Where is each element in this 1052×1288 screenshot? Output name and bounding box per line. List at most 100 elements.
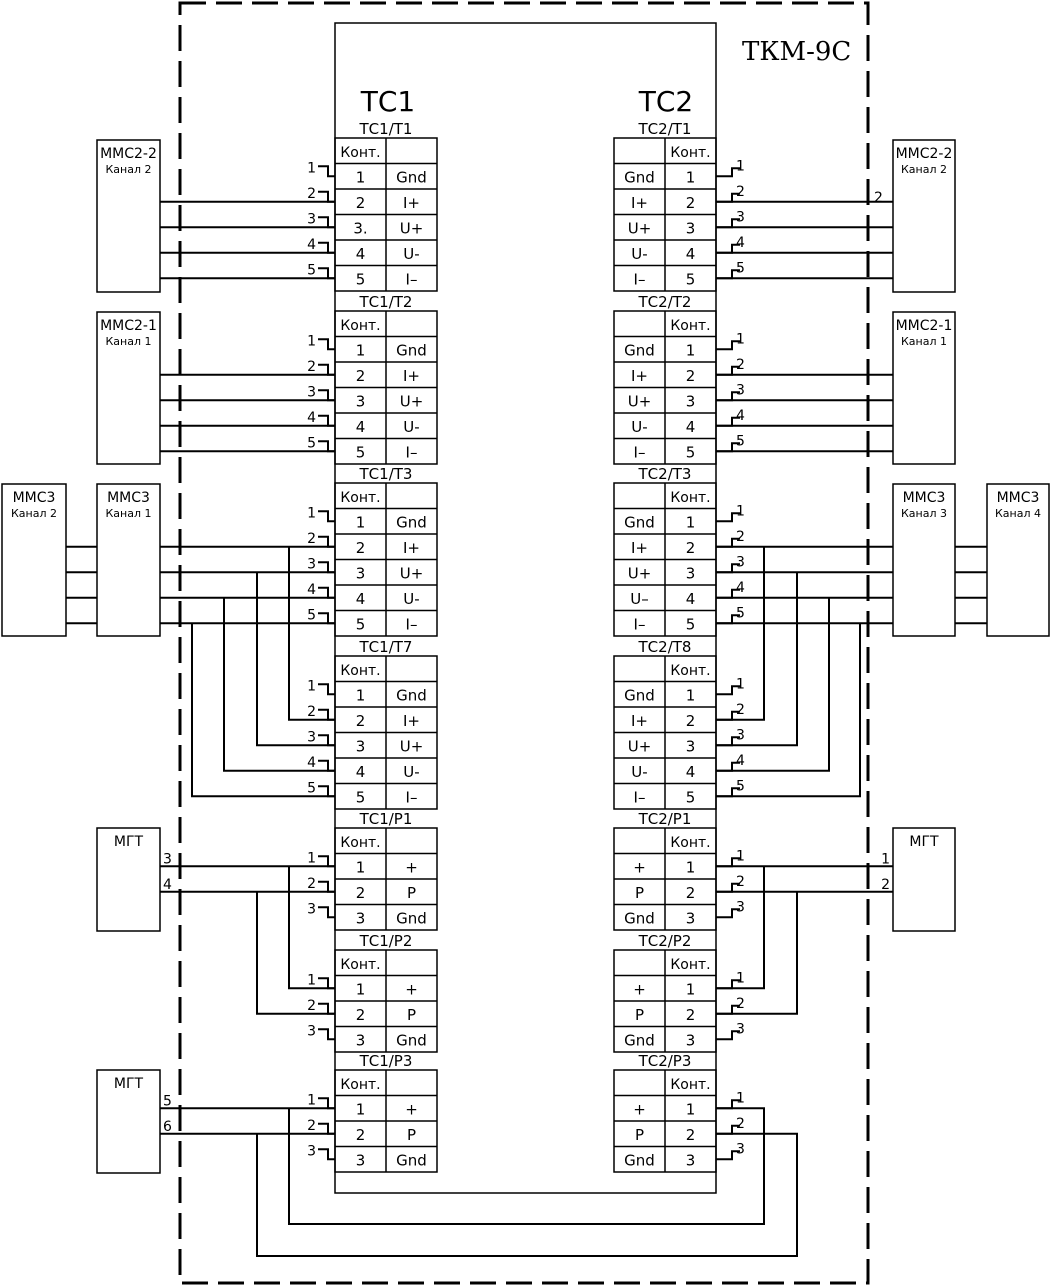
terminal-cell: U+ — [400, 393, 424, 411]
terminal-cell: 3 — [356, 1032, 366, 1050]
terminal-cell: I+ — [631, 712, 648, 730]
block-title: ТС2/Р3 — [638, 1052, 692, 1070]
terminal-cell: U- — [631, 763, 647, 781]
pin-label: 3 — [736, 382, 745, 398]
pin-label: 3 — [307, 1143, 316, 1159]
terminal-cell: 5 — [356, 444, 366, 462]
terminal-cell: I+ — [631, 367, 648, 385]
block-title: ТС1/Р1 — [359, 810, 413, 828]
external-devices: 1234512345123451234511223344551122334455… — [1, 139, 1050, 1174]
pin-label: 3 — [736, 554, 745, 570]
terminal-cell: I+ — [403, 367, 420, 385]
terminal-cell: 1 — [356, 981, 366, 999]
terminal-cell: U– — [630, 590, 648, 608]
pin-label: 1 — [736, 503, 745, 519]
wire — [318, 906, 335, 919]
pin-label: 2 — [307, 186, 316, 202]
wire — [318, 414, 335, 427]
enclosure-border — [178, 1, 870, 1285]
terminal-cell: 1 — [686, 981, 696, 999]
pin-label: 1 — [307, 333, 316, 349]
terminal-cell: 1 — [686, 169, 696, 187]
wire — [318, 389, 335, 402]
pin-label: 1 — [736, 331, 745, 347]
terminal-cell: I– — [406, 789, 418, 807]
wire — [716, 512, 740, 523]
wire — [256, 891, 335, 1015]
terminal-cell: U- — [403, 418, 419, 436]
wire — [716, 623, 861, 798]
contact-header: Конт. — [670, 490, 710, 506]
terminal-cell: + — [633, 1101, 646, 1119]
pin-label: 1 — [307, 850, 316, 866]
terminal-cell: 2 — [356, 194, 366, 212]
wire — [716, 218, 740, 229]
pin-label: 2 — [874, 190, 883, 206]
wire — [223, 597, 335, 772]
terminal-cell: 1 — [356, 1101, 366, 1119]
terminal-cell: 2 — [686, 1006, 696, 1024]
pin-label: 5 — [163, 1093, 172, 1109]
terminal-cell: 3 — [686, 1032, 696, 1050]
pin-label: 5 — [307, 780, 316, 796]
wire — [318, 216, 335, 229]
terminal-cell: U- — [631, 418, 647, 436]
terminal-cell: 2 — [686, 194, 696, 212]
device-box — [96, 827, 161, 932]
terminal-cell: 1 — [686, 859, 696, 877]
wire — [318, 759, 335, 772]
device-box — [96, 139, 161, 293]
wire — [318, 338, 335, 351]
wire — [318, 586, 335, 599]
wire — [716, 891, 798, 1015]
pin-label: 3 — [736, 1021, 745, 1037]
pin-label: 5 — [736, 778, 745, 794]
pin-label: 3 — [307, 1023, 316, 1039]
terminal-cell: 3 — [356, 565, 366, 583]
wire — [716, 365, 740, 376]
terminal-cell: P — [407, 1006, 416, 1024]
terminal-cell: Gnd — [624, 910, 655, 928]
pin-label: 2 — [307, 876, 316, 892]
terminal-cell: Gnd — [624, 342, 655, 360]
wire — [318, 165, 335, 178]
device-box — [892, 483, 956, 637]
terminal-cell: U- — [403, 763, 419, 781]
block-title: ТС1/Т1 — [359, 120, 413, 138]
terminal-cell: P — [635, 1126, 644, 1144]
wire — [318, 267, 335, 280]
terminal-cell: 3 — [356, 910, 366, 928]
wire — [716, 167, 740, 178]
device-name: ММС3 — [13, 490, 56, 506]
pin-label: 1 — [307, 678, 316, 694]
terminal-cell: 4 — [686, 245, 696, 263]
wire — [318, 190, 335, 203]
wire — [716, 1150, 740, 1161]
pin-label: 3 — [736, 727, 745, 743]
wire — [716, 685, 740, 696]
terminal-cell: 5 — [686, 444, 696, 462]
device-name: ММС2-1 — [100, 318, 157, 334]
terminal-cell: 3 — [356, 1152, 366, 1170]
terminal-cell: + — [405, 1101, 418, 1119]
wire — [716, 391, 740, 402]
terminal-cell: U- — [403, 590, 419, 608]
terminal-cell: 4 — [356, 590, 366, 608]
contact-header: Конт. — [670, 1077, 710, 1093]
wire — [716, 442, 740, 453]
terminal-cell: I+ — [631, 539, 648, 557]
terminal-cell: 2 — [686, 884, 696, 902]
pin-label: 6 — [163, 1119, 172, 1135]
device-body — [334, 22, 717, 1194]
device-name: ММС3 — [903, 490, 946, 506]
pin-label: 5 — [736, 433, 745, 449]
block-title: ТС1/Р3 — [359, 1052, 413, 1070]
pin-label: 4 — [307, 237, 316, 253]
wire — [716, 340, 740, 351]
pin-label: 5 — [307, 607, 316, 623]
terminal-cell: 4 — [686, 418, 696, 436]
wire — [318, 1148, 335, 1161]
pin-label: 4 — [736, 408, 745, 424]
terminal-cell: 2 — [686, 1126, 696, 1144]
